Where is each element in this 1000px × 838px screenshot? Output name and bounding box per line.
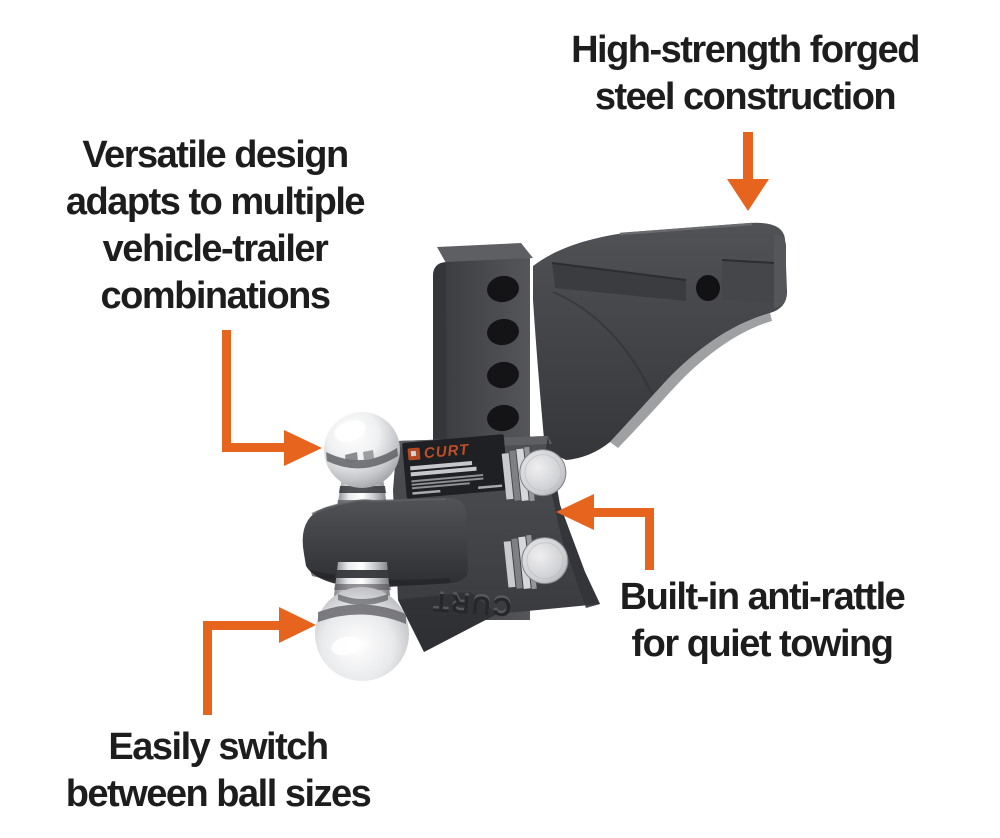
- curt-rating-label: CURT: [402, 434, 509, 499]
- pin-shaft-ring: [511, 538, 523, 589]
- callout-line: steel construction: [594, 76, 897, 118]
- callout-line: vehicle-trailer: [102, 228, 329, 270]
- arrow-shaft: [222, 443, 286, 452]
- label-bar: [412, 489, 441, 495]
- label-bar: [411, 474, 484, 483]
- slider-bottom-shade: [398, 592, 497, 652]
- embossed-curt-logo: CURT CURT: [430, 585, 512, 623]
- arrow-head: [727, 179, 769, 211]
- tube-end-recess: [722, 260, 774, 303]
- adjustment-hole: [487, 318, 519, 346]
- large-ball-neck-shadow: [338, 594, 388, 605]
- hitch-pin-hole: [696, 275, 720, 301]
- arrow-head: [284, 430, 322, 466]
- label-fine-print-bars: [410, 460, 503, 495]
- tube-side-groove: [552, 263, 686, 301]
- lower-neck-mid-ring: [334, 584, 391, 590]
- arrow-shaft: [203, 625, 212, 715]
- large-ball-reflection-band: [318, 604, 406, 624]
- arm-crease: [552, 291, 653, 395]
- adjustment-holes: [487, 275, 519, 432]
- callout-line: Easily switch: [108, 726, 329, 768]
- arrow-shaft: [222, 330, 231, 452]
- callout-line: between ball sizes: [65, 773, 372, 815]
- arrow-versatile-design: [222, 330, 322, 466]
- callout-line: Versatile design: [82, 134, 349, 176]
- pin-shaft-ring: [509, 450, 521, 501]
- arrow-shaft: [743, 132, 753, 181]
- arrow-head: [279, 607, 316, 643]
- small-ball-highlight: [334, 420, 366, 442]
- hitch-shank-tube: [533, 222, 787, 460]
- pin-shaft-ring: [501, 453, 514, 500]
- callout-line: adapts to multiple: [65, 181, 366, 223]
- upper-neck-dark-ring: [339, 486, 386, 493]
- arrow-shaft: [592, 508, 654, 517]
- label-bar: [411, 477, 484, 486]
- label-bar: [478, 484, 503, 490]
- label-bar: [411, 482, 470, 490]
- label-bar: [410, 460, 473, 471]
- tube-end-recess-shadow: [721, 259, 775, 264]
- dual-ball-assembly: [302, 412, 468, 681]
- collar-top-ridge: [311, 498, 447, 515]
- pin-head: [521, 537, 569, 585]
- small-ball-window-reflection: [345, 452, 358, 464]
- label-bar: [410, 466, 477, 477]
- small-ball-window-reflection: [363, 450, 374, 460]
- bar-top-face: [437, 243, 533, 263]
- shank-body: [533, 222, 787, 460]
- embossed-brand-highlight: CURT: [430, 585, 512, 621]
- anti-rattle-pin-top: [501, 446, 567, 502]
- callout-forged-steel: High-strength forged steel construction: [530, 27, 960, 121]
- pin-shaft-ring: [503, 541, 516, 588]
- pin-head: [519, 449, 567, 497]
- arrow-forged-steel: [727, 132, 769, 211]
- arrow-anti-rattle: [556, 494, 654, 570]
- callout-ball-sizes: Easily switch between ball sizes: [20, 724, 416, 818]
- callout-line: combinations: [100, 275, 331, 317]
- pin-head-ring: [526, 542, 564, 580]
- arrow-head: [556, 494, 594, 530]
- callout-line: Built-in anti-rattle: [619, 576, 906, 618]
- adjustment-hole: [487, 361, 519, 389]
- arrow-ball-sizes: [203, 607, 316, 715]
- tube-groove-edge: [551, 262, 687, 281]
- small-hitch-ball: [324, 412, 400, 488]
- callout-line: for quiet towing: [631, 623, 894, 665]
- adjustment-hole: [487, 275, 519, 303]
- embossed-brand-text: CURT: [430, 587, 512, 623]
- arm-bottom-shade: [610, 313, 772, 448]
- callout-line: High-strength forged: [571, 29, 920, 71]
- arrow-shaft: [645, 508, 654, 570]
- curt-logo-mark-inner: [410, 450, 417, 457]
- small-ball-reflection-band: [326, 448, 398, 469]
- large-ball-highlight: [331, 636, 361, 656]
- callout-versatile-design: Versatile design adapts to multiple vehi…: [20, 132, 410, 320]
- anti-rattle-pin-bottom: [503, 534, 569, 590]
- adjustment-hole: [487, 404, 519, 432]
- callout-anti-rattle: Built-in anti-rattle for quiet towing: [552, 574, 972, 668]
- pin-head-ring: [524, 454, 562, 492]
- tube-end-cap: [774, 234, 786, 308]
- large-hitch-ball: [315, 587, 409, 681]
- tube-top-highlight: [619, 222, 753, 236]
- lower-neck-dark-ring: [335, 570, 390, 578]
- curt-wordmark: CURT: [423, 441, 471, 462]
- arrow-shaft: [203, 621, 281, 630]
